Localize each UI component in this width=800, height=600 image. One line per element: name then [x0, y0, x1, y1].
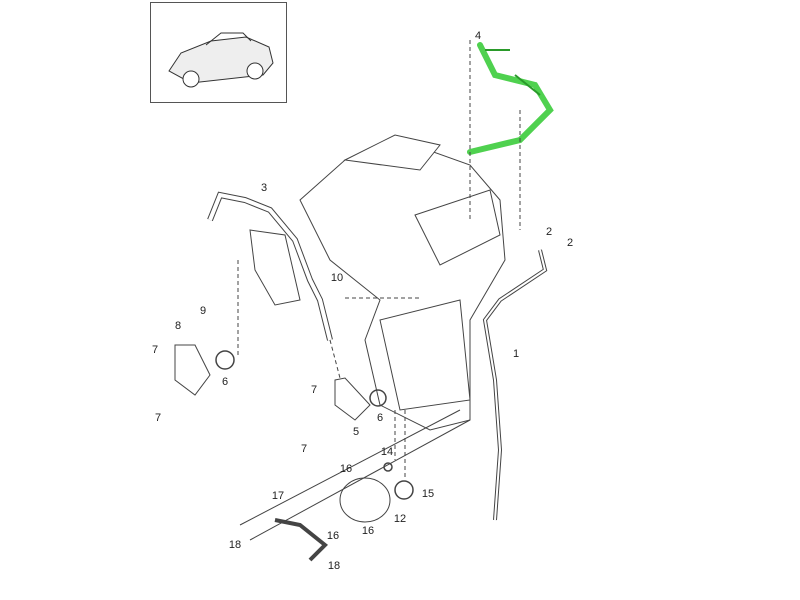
callout-18[interactable]: 18: [228, 539, 242, 551]
callout-9[interactable]: 9: [199, 305, 207, 317]
callout-1[interactable]: 1: [512, 348, 520, 360]
pipe-17: [274, 518, 328, 562]
housing-8: [174, 344, 211, 396]
callout-12[interactable]: 12: [393, 513, 407, 525]
callout-4[interactable]: 4: [474, 30, 482, 42]
callout-16[interactable]: 16: [361, 525, 375, 537]
callout-3[interactable]: 3: [260, 182, 268, 194]
engine-assembly: [249, 134, 506, 431]
pump-12: [339, 477, 391, 523]
callout-8[interactable]: 8: [174, 320, 182, 332]
car-icon: [168, 32, 274, 88]
housing-5: [334, 377, 371, 421]
callout-2[interactable]: 2: [566, 237, 574, 249]
vehicle-thumbnail[interactable]: [150, 2, 287, 103]
callout-16[interactable]: 16: [326, 530, 340, 542]
coolant-hose-4: [467, 42, 554, 155]
callout-18[interactable]: 18: [327, 560, 341, 572]
callout-10[interactable]: 10: [330, 272, 344, 284]
callout-7[interactable]: 7: [300, 443, 308, 455]
callout-7[interactable]: 7: [310, 384, 318, 396]
callout-2[interactable]: 2: [545, 226, 553, 238]
callout-7[interactable]: 7: [151, 344, 159, 356]
callout-7[interactable]: 7: [154, 412, 162, 424]
callout-16[interactable]: 16: [339, 463, 353, 475]
callout-6[interactable]: 6: [376, 412, 384, 424]
callout-15[interactable]: 15: [421, 488, 435, 500]
callout-6[interactable]: 6: [221, 376, 229, 388]
callout-5[interactable]: 5: [352, 426, 360, 438]
callout-14[interactable]: 14: [380, 446, 394, 458]
callout-17[interactable]: 17: [271, 490, 285, 502]
